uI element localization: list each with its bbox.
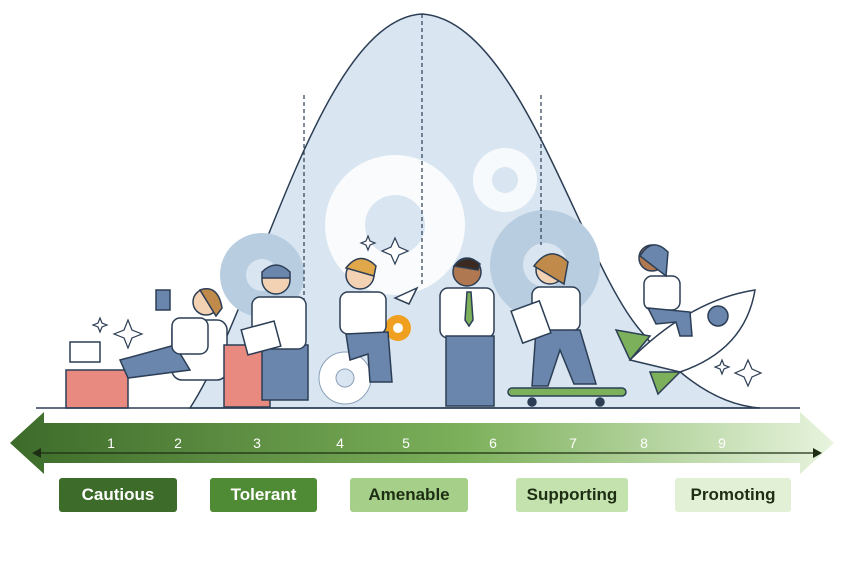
- scale-number: 6: [489, 435, 497, 451]
- scale-number: 9: [718, 435, 726, 451]
- category-cautious: Cautious: [59, 478, 177, 512]
- scale-number: 5: [402, 435, 410, 451]
- gear-icon: [473, 148, 537, 212]
- scale-number: 2: [174, 435, 182, 451]
- category-promoting: Promoting: [675, 478, 791, 512]
- arrow-right-icon: [813, 448, 822, 458]
- person-paper-plane-figure: [339, 257, 419, 383]
- scale-number: 3: [253, 435, 261, 451]
- segment-dividers: [303, 14, 542, 300]
- gear-icon: [385, 315, 411, 341]
- scale-number: 8: [640, 435, 648, 451]
- gear-icon: [318, 351, 372, 405]
- person-skateboard-figure: [507, 253, 627, 407]
- category-supporting: Supporting: [516, 478, 628, 512]
- sparkle-icon: [91, 234, 763, 388]
- scale-number: 1: [107, 435, 115, 451]
- scale-number: 7: [569, 435, 577, 451]
- category-amenable: Amenable: [350, 478, 468, 512]
- scale-numbers: 1 2 3 4 5 6 7 8 9: [107, 435, 726, 451]
- category-tolerant: Tolerant: [210, 478, 317, 512]
- scale-arrow: [10, 412, 834, 474]
- person-rocket-figure: [614, 244, 756, 396]
- scale-number: 4: [336, 435, 344, 451]
- arrow-left-icon: [32, 448, 41, 458]
- person-tie-figure: [439, 257, 495, 407]
- person-clipboard-figure: [223, 264, 309, 408]
- category-labels: Cautious Tolerant Amenable Supporting Pr…: [0, 478, 849, 518]
